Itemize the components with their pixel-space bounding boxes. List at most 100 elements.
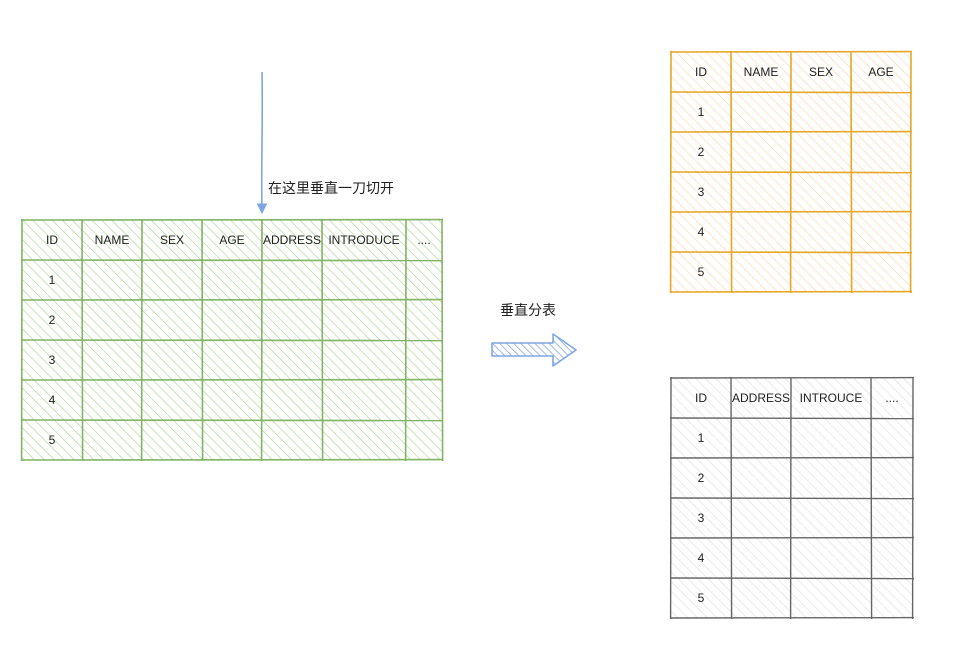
result-table-2-header-2: ADDRESS — [731, 391, 790, 405]
source-table-row-id-2: 2 — [48, 313, 56, 327]
result-table-2-cell — [871, 498, 913, 538]
source-table-cell — [202, 420, 262, 460]
result-table-2: ID ADDRESS INTROUCE.... 1 2 3 4 5 — [671, 378, 913, 618]
result-table-1-cell — [791, 172, 851, 212]
source-table-cell — [262, 260, 322, 300]
cut-arrow-line — [260, 71, 264, 209]
result-table-2-shape — [669, 376, 915, 620]
result-table-2-cell — [791, 458, 871, 498]
source-table-cell — [82, 300, 142, 340]
source-table-cell — [406, 380, 442, 420]
result-table-2-cell — [791, 578, 871, 618]
source-table-header-3: SEX — [159, 233, 184, 247]
result-table-1-header-3: SEX — [808, 65, 833, 79]
source-table-cell — [202, 340, 262, 380]
source-table-cell — [262, 420, 322, 460]
result-table-2-header-3: INTROUCE — [799, 391, 863, 405]
source-table-cell — [262, 300, 322, 340]
result-table-2-cell — [791, 418, 871, 458]
result-table-1-header-2: NAME — [743, 65, 779, 79]
result-table-2-row-id-4: 4 — [697, 551, 705, 565]
source-table-cell — [406, 260, 442, 300]
source-table-header-6: INTRODUCE — [328, 233, 400, 247]
source-table-grid — [20, 218, 444, 462]
source-table-header-4: AGE — [219, 233, 245, 247]
cut-arrow — [256, 71, 268, 215]
source-table-cell — [142, 340, 202, 380]
result-table-2-hline — [669, 497, 915, 500]
source-table-row-id-4: 4 — [48, 393, 56, 407]
result-table-2-cell — [731, 458, 791, 498]
result-table-1-row-id-3: 3 — [697, 185, 705, 199]
result-table-1-hline — [669, 171, 913, 174]
source-table-cell — [322, 260, 406, 300]
result-table-2-cell — [871, 458, 913, 498]
source-table-cell — [142, 420, 202, 460]
result-table-1-grid — [669, 50, 913, 294]
source-table-cell — [82, 340, 142, 380]
source-table-header-7: .... — [417, 233, 431, 247]
split-arrow-shape — [491, 333, 577, 367]
result-table-2-cell — [731, 418, 791, 458]
source-table-hline — [20, 259, 444, 262]
source-table-cell — [142, 260, 202, 300]
source-table-cell — [202, 380, 262, 420]
source-table-cell — [406, 300, 442, 340]
result-table-1-header-1: ID — [695, 65, 707, 79]
source-table-cell — [82, 420, 142, 460]
result-table-2-hline — [669, 417, 915, 420]
result-table-2-header-1: ID — [695, 391, 707, 405]
result-table-2-header-4: .... — [885, 391, 899, 405]
source-table-cell — [322, 340, 406, 380]
result-table-1-cell — [791, 92, 851, 132]
source-table-header-2: NAME — [94, 233, 130, 247]
source-table-row-id-1: 1 — [48, 273, 56, 287]
result-table-1-row-id-4: 4 — [697, 225, 705, 239]
result-table-2-row-id-2: 2 — [697, 471, 705, 485]
source-table-cell — [142, 380, 202, 420]
result-table-1-hline — [669, 251, 913, 254]
source-table-cell — [262, 380, 322, 420]
result-table-1-cell — [791, 252, 851, 292]
result-table-2-hline — [669, 577, 915, 580]
source-table-header-1: ID — [46, 233, 58, 247]
result-table-1: ID NAME SEX AGE 1 2 3 4 5 — [671, 52, 911, 292]
result-table-1-row-id-2: 2 — [697, 145, 705, 159]
source-table-cell — [406, 340, 442, 380]
result-table-2-row-id-5: 5 — [697, 591, 705, 605]
result-table-1-cell — [731, 212, 791, 252]
result-table-1-cell — [791, 212, 851, 252]
result-table-2-row-id-3: 3 — [697, 511, 705, 525]
result-table-2-cell — [731, 498, 791, 538]
source-table-cell — [202, 260, 262, 300]
result-table-2-cell — [871, 538, 913, 578]
result-table-1-cell — [731, 252, 791, 292]
result-table-2-cell — [731, 578, 791, 618]
result-table-1-cell — [731, 132, 791, 172]
result-table-1-cell — [731, 172, 791, 212]
result-table-1-cell — [851, 172, 911, 212]
result-table-1-row-id-5: 5 — [697, 265, 705, 279]
result-table-2-row-id-1: 1 — [697, 431, 705, 445]
split-annotation: 垂直分表 — [500, 303, 556, 319]
result-table-1-cell — [731, 92, 791, 132]
result-table-1-row-id-1: 1 — [697, 105, 705, 119]
source-table-cell — [82, 260, 142, 300]
source-table-cell — [322, 300, 406, 340]
source-table-header-5: ADDRESS — [262, 233, 321, 247]
source-table-cell — [202, 300, 262, 340]
source-table-cell — [406, 420, 442, 460]
result-table-1-cell — [851, 252, 911, 292]
source-table-cell — [82, 380, 142, 420]
source-table-cell — [262, 340, 322, 380]
cut-annotation: 在这里垂直一刀切开 — [268, 181, 394, 197]
result-table-1-shape — [669, 50, 913, 294]
source-table-row-id-5: 5 — [48, 433, 56, 447]
result-table-1-header-4: AGE — [868, 65, 894, 79]
source-table-shape — [20, 218, 444, 462]
source-table-hline — [20, 419, 444, 422]
result-table-1-cell — [791, 132, 851, 172]
source-table-cell — [322, 420, 406, 460]
